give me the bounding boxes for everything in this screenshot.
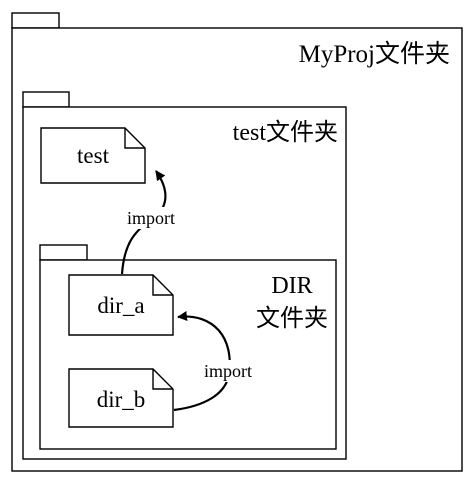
dir-b-file-label: dir_b	[97, 387, 146, 412]
dir-b-file-shape	[68, 368, 174, 428]
dir-package-tab	[39, 244, 88, 261]
test-file: test	[40, 127, 146, 184]
dependency-dir-a-to-test: import	[120, 170, 180, 275]
dependency-dir-b-to-dir-a: import	[173, 311, 257, 412]
dir-a-file-label: dir_a	[97, 293, 144, 318]
myproj-package-tab	[11, 12, 60, 29]
dependency-dir-a-to-test-label-bg	[122, 207, 180, 229]
dir-package-label-line2: 文件夹	[256, 305, 328, 332]
test-file-label: test	[77, 143, 110, 168]
dir-a-file-shape	[68, 274, 174, 336]
dir-a-file-fold	[152, 275, 173, 296]
test-package-tab	[22, 91, 70, 108]
dir-a-file: dir_a	[68, 274, 174, 336]
dependency-dir-b-to-dir-a-label: import	[204, 361, 252, 381]
test-file-fold	[124, 128, 145, 149]
test-package-label: test文件夹	[233, 119, 338, 146]
dependency-dir-a-to-test-label: import	[127, 208, 175, 228]
dir-b-file-fold	[152, 369, 173, 390]
test-file-shape	[40, 127, 146, 184]
myproj-package-label: MyProj文件夹	[299, 40, 450, 68]
dir-b-file: dir_b	[68, 368, 174, 428]
dir-package-label-line1: DIR	[271, 273, 312, 299]
dependency-dir-b-to-dir-a-label-bg	[199, 360, 257, 382]
